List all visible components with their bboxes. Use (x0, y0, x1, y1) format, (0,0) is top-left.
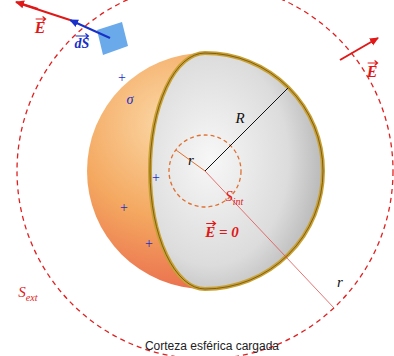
surface-subscript: ext (26, 293, 38, 303)
radius-label: r (188, 153, 194, 168)
caption: Corteza esférica cargada (145, 340, 279, 352)
ds-vector (70, 20, 110, 38)
radius-label: R (235, 111, 244, 126)
surface-label: S (225, 189, 233, 204)
surface-subscript: int (233, 197, 244, 207)
radius-r-inner (176, 150, 205, 171)
surface-element-label: dS (75, 37, 90, 51)
outer-surface (17, 0, 393, 356)
shell-interior (150, 53, 323, 289)
charge-sign: + (120, 201, 128, 215)
zero-field-label: E = 0 (205, 225, 239, 240)
charge-sign: + (152, 171, 160, 185)
field-head-left (16, 2, 38, 9)
field-label: E (367, 64, 378, 80)
surface-label: S (18, 285, 26, 300)
surface-element (97, 22, 128, 55)
radius-r-outer (205, 171, 334, 308)
field-vector-right (340, 38, 378, 60)
shell-rim (205, 53, 323, 289)
field-label: E (35, 20, 46, 36)
charge-sign: + (145, 237, 153, 251)
cut-rim-edge (150, 53, 205, 289)
charge-sign: + (118, 71, 126, 85)
shell-rim-edge (205, 53, 323, 289)
charge-density-label: σ (127, 93, 134, 107)
radius-label: r (337, 275, 343, 290)
radius-R (205, 88, 288, 171)
cut-rim (150, 53, 205, 289)
